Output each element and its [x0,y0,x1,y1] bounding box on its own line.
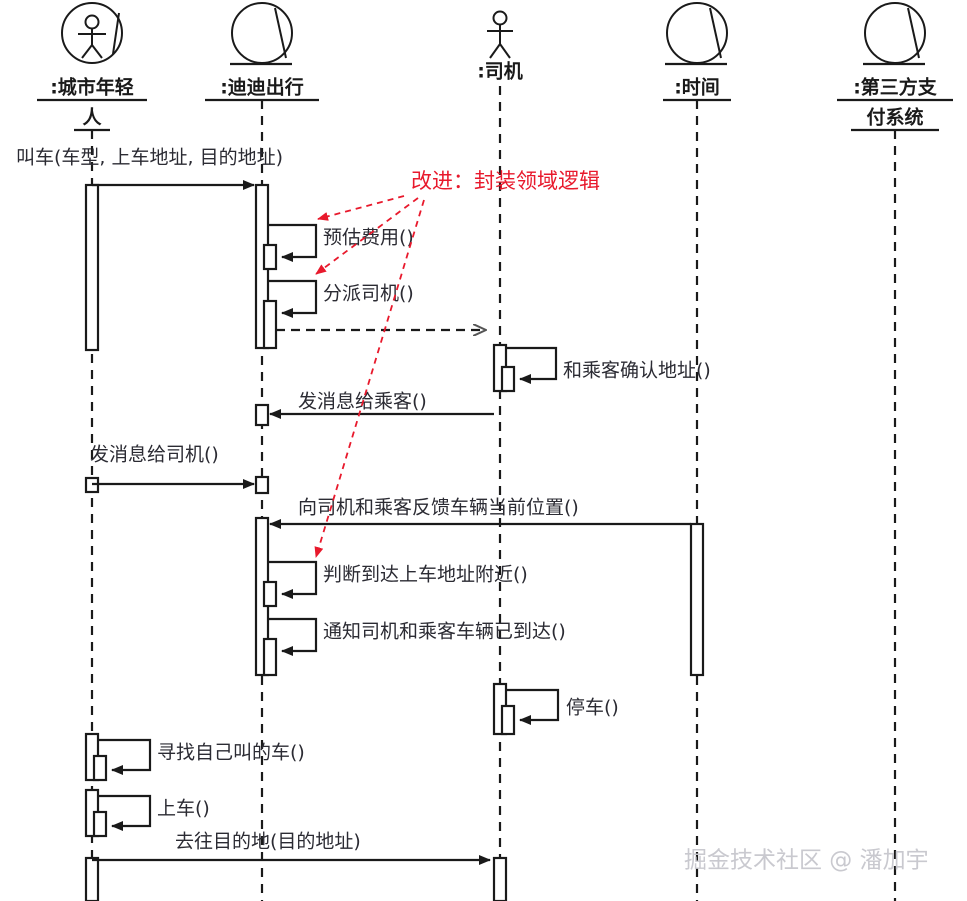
message-label-m13: 上车() [157,798,210,820]
message-arrow-m2 [268,223,318,262]
activation-driver-2-nested [500,704,516,736]
message-arrow-m13 [98,794,152,831]
system-circle-slash-icon [907,7,920,59]
system-circle-icon [666,2,728,64]
lifeline-head-didi [230,2,293,66]
message-label-m3: 分派司机() [323,283,414,305]
lifeline-label-didi: :迪迪出行 [220,76,304,99]
lifeline-label-payment: :第三方支 [853,76,938,99]
lifeline-head-passenger [61,2,123,64]
activation-time-1 [689,522,705,677]
activation-didi-4-nested-b [262,637,278,677]
annotation-leader-to-m2 [317,195,405,221]
driver-leg-left-icon [489,43,501,59]
activation-didi-3 [254,475,270,495]
message-label-m12: 寻找自己叫的车() [157,742,305,764]
system-circle-icon [231,2,293,64]
lifeline-label-passenger: :城市年轻 [50,76,134,99]
system-circle-slash-icon [274,7,287,59]
message-label-m8: 向司机和乘客反馈车辆当前位置() [298,497,579,519]
annotation-leader-to-m9 [314,199,425,558]
message-label-m9: 判断到达上车地址附近() [323,564,528,586]
stick-figure-leg-left-icon [81,44,93,59]
lifeline-head-payment [863,2,926,66]
message-arrow-m9 [268,560,318,599]
driver-leg-right-icon [499,43,511,59]
actor-in-circle-icon [61,2,123,64]
actor-circle-slash-icon [112,12,120,55]
stick-figure-leg-right-icon [91,44,103,59]
message-label-m5: 和乘客确认地址() [563,360,711,382]
activation-didi-1-nested-b [262,299,278,350]
stick-figure-head-icon [84,14,100,30]
system-circle-icon [864,2,926,64]
message-arrow-m11 [506,688,560,725]
lifeline-head-time [665,2,728,66]
message-label-m1: 叫车(车型, 上车地址, 目的地址) [16,147,283,169]
lifeline-head-driver [487,10,513,59]
message-arrow-m10 [268,617,318,656]
system-circle-slash-icon [709,7,722,59]
message-arrow-m12 [98,738,152,775]
message-label-m10: 通知司机和乘客车辆已到达() [323,621,566,643]
lifeline-label-payment-line2: 付系统 [866,106,923,129]
activation-driver-3 [492,856,508,901]
watermark: 掘金技术社区 @ 潘加宇 [684,848,929,874]
lifeline-label-time: :时间 [674,77,720,99]
lifeline-label-driver: :司机 [477,61,523,83]
activation-passenger-4-nested [92,810,108,838]
activation-passenger-3-nested [92,754,108,782]
message-arrow-m5 [506,346,558,384]
message-label-m7: 发消息给司机() [90,444,219,466]
activation-passenger-1 [84,183,100,352]
message-label-m11: 停车() [566,697,619,719]
message-arrow-m3 [268,279,318,318]
activation-didi-1-nested-a [262,243,278,271]
activation-driver-1-nested [500,365,516,393]
message-label-m14: 去往目的地(目的地址) [175,831,361,853]
lifeline-label-passenger-line2: 人 [82,107,102,129]
annotation-label: 改进：封装领域逻辑 [411,169,600,193]
activation-didi-2 [254,403,270,427]
message-label-m2: 预估费用() [323,227,414,249]
activation-passenger-5 [84,856,100,901]
activation-didi-4-nested-a [262,580,278,608]
stick-figure-actor-icon [492,10,508,26]
